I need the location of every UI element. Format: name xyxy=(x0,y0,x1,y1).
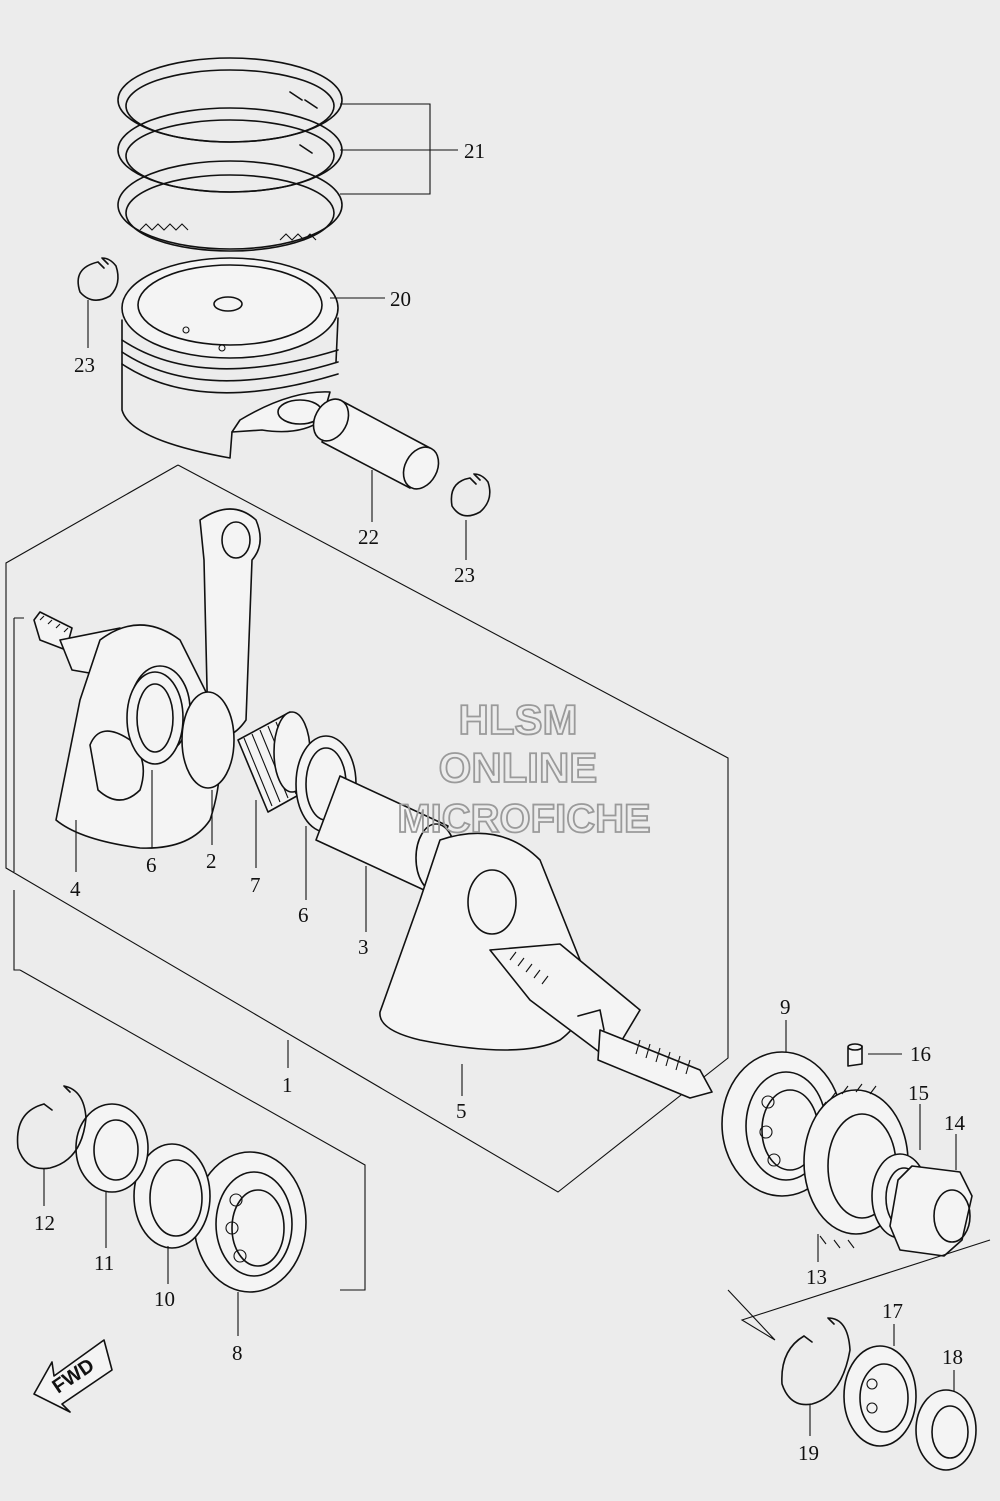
bearing-17 xyxy=(843,1345,917,1447)
callout-8: 8 xyxy=(232,1341,243,1365)
crank-half-right xyxy=(379,832,713,1099)
circlip-right xyxy=(450,473,491,517)
circlip-19 xyxy=(781,1317,851,1406)
callout-6-left: 6 xyxy=(146,853,157,877)
callout-3: 3 xyxy=(358,935,369,959)
callout-2: 2 xyxy=(206,849,217,873)
callout-21: 21 xyxy=(464,139,485,163)
callout-22: 22 xyxy=(358,525,379,549)
callout-6-right: 6 xyxy=(298,903,309,927)
callout-20: 20 xyxy=(390,287,411,311)
callout-5: 5 xyxy=(456,1099,467,1123)
callout-17: 17 xyxy=(882,1299,903,1323)
callout-9: 9 xyxy=(780,995,791,1019)
circlip-12 xyxy=(16,1085,87,1170)
bearing-8 xyxy=(193,1151,307,1293)
washer-left xyxy=(126,671,184,765)
callout-4: 4 xyxy=(70,877,81,901)
watermark-line-3: MICROFICHE xyxy=(397,797,650,841)
oil-seal-10 xyxy=(133,1143,211,1249)
callout-7: 7 xyxy=(250,873,261,897)
callout-14: 14 xyxy=(944,1111,966,1135)
callout-11: 11 xyxy=(94,1251,114,1275)
circlip-left xyxy=(77,257,119,301)
key-16 xyxy=(847,1043,863,1067)
piston xyxy=(121,257,339,459)
callout-labels: 21 20 23 22 23 4 6 2 7 6 3 1 5 12 11 10 … xyxy=(34,139,966,1465)
bearing-11 xyxy=(75,1103,149,1193)
piston-pin xyxy=(312,398,440,490)
callout-15: 15 xyxy=(908,1081,929,1105)
callout-23-right: 23 xyxy=(454,563,475,587)
callout-16: 16 xyxy=(910,1042,931,1066)
watermark-line-1: HLSM xyxy=(459,696,578,743)
watermark: HLSM ONLINE MICROFICHE xyxy=(396,695,651,842)
oil-seal-18 xyxy=(915,1389,977,1471)
callout-18: 18 xyxy=(942,1345,963,1369)
nut-14 xyxy=(889,1165,973,1257)
callout-19: 19 xyxy=(798,1441,819,1465)
callout-12: 12 xyxy=(34,1211,55,1235)
callout-23-left: 23 xyxy=(74,353,95,377)
piston-rings xyxy=(117,57,343,252)
callout-13: 13 xyxy=(806,1265,827,1289)
assembly-boundary xyxy=(5,464,729,1193)
leader-lines xyxy=(43,103,957,1436)
callout-1: 1 xyxy=(282,1073,293,1097)
connecting-rod xyxy=(181,508,261,789)
watermark-line-2: ONLINE xyxy=(439,744,598,791)
callout-10: 10 xyxy=(154,1287,175,1311)
fwd-arrow-icon: FWD xyxy=(33,1339,113,1413)
